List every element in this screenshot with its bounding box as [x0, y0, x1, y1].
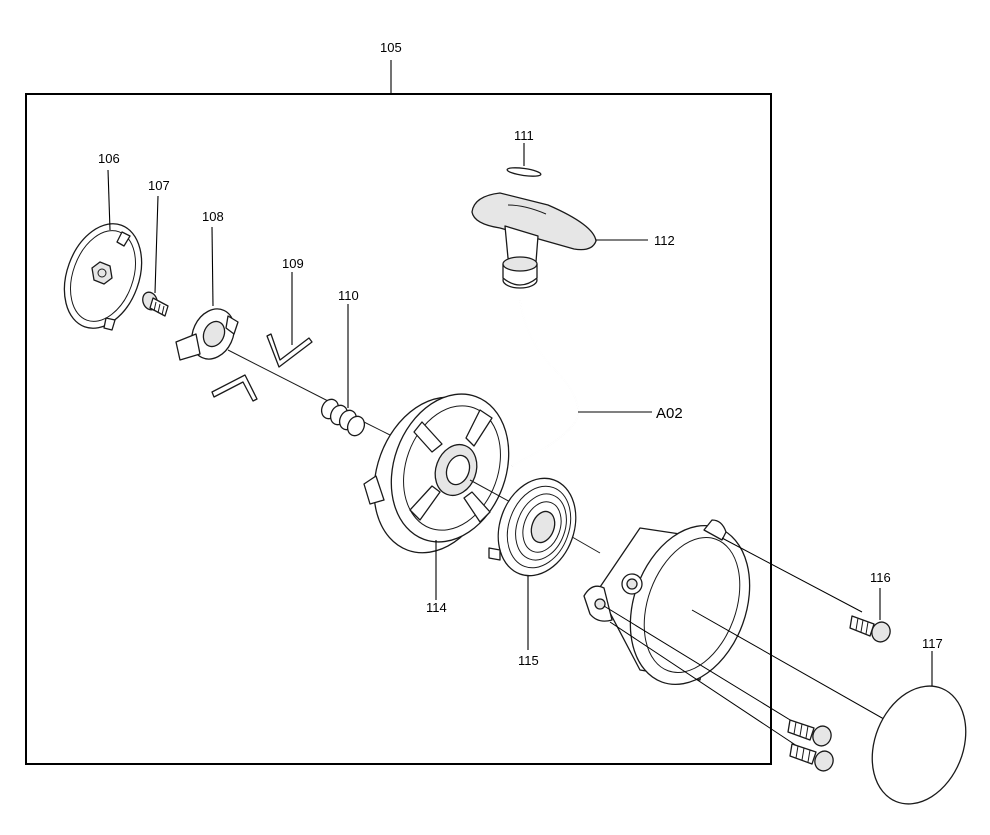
- label-a02[interactable]: A02: [656, 405, 683, 422]
- part-115-recoil-spring[interactable]: [485, 467, 589, 586]
- label-107[interactable]: 107: [148, 178, 170, 193]
- part-112-handle[interactable]: [471, 192, 597, 289]
- label-109[interactable]: 109: [282, 256, 304, 271]
- part-107-screw[interactable]: [140, 290, 169, 317]
- part-housing-screw-lower[interactable]: [789, 743, 836, 773]
- part-116-screw[interactable]: [849, 615, 893, 644]
- label-108[interactable]: 108: [202, 209, 224, 224]
- leader-107: [154, 195, 159, 294]
- align-line-screw-1: [603, 605, 801, 727]
- assembly-frame: [25, 93, 772, 765]
- part-a02-cord[interactable]: [511, 299, 579, 467]
- label-112[interactable]: 112: [654, 233, 675, 248]
- label-114[interactable]: 114: [426, 600, 447, 615]
- axis-line-mid: [359, 419, 393, 437]
- part-housing-screw-upper[interactable]: [787, 719, 834, 748]
- part-111-clip[interactable]: [506, 166, 542, 178]
- label-115[interactable]: 115: [518, 653, 539, 668]
- part-hex-key-lower[interactable]: [211, 374, 258, 402]
- label-111[interactable]: 111: [514, 128, 534, 143]
- leader-108: [211, 226, 214, 307]
- part-110-spring[interactable]: [319, 397, 368, 439]
- part-starter-housing[interactable]: [583, 509, 771, 701]
- label-110[interactable]: 110: [338, 288, 359, 303]
- label-116[interactable]: 116: [870, 570, 891, 585]
- axis-line-upper: [227, 349, 331, 403]
- label-106[interactable]: 106: [98, 151, 120, 166]
- part-114-pulley[interactable]: [353, 377, 528, 570]
- part-108-pawl[interactable]: [175, 302, 242, 366]
- part-106-drive-plate[interactable]: [51, 213, 156, 339]
- label-117[interactable]: 117: [922, 636, 943, 651]
- align-line-117: [691, 609, 913, 736]
- align-line-116: [721, 537, 863, 613]
- label-105[interactable]: 105: [380, 40, 402, 55]
- align-line-screw-2: [609, 621, 801, 749]
- part-109-hex-key[interactable]: [266, 333, 313, 368]
- part-117-cover-disc[interactable]: [855, 672, 982, 818]
- leader-106: [107, 169, 111, 231]
